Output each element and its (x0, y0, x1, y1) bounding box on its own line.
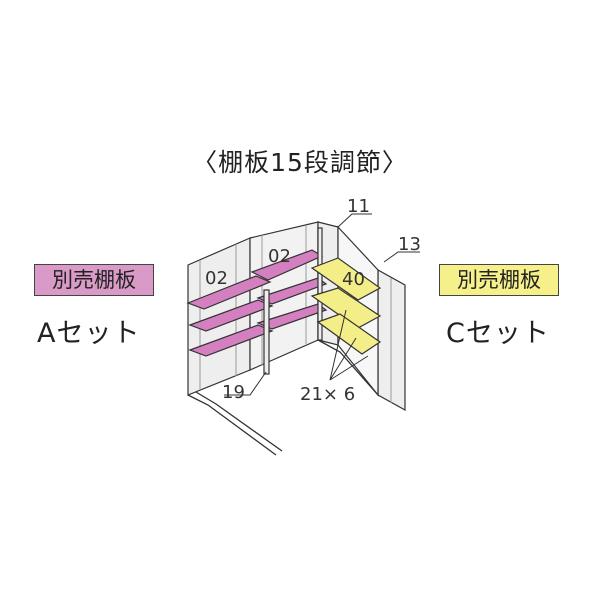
shelf-c-bottom (316, 313, 382, 355)
leader-11 (337, 213, 372, 228)
leader-21-a (329, 309, 347, 381)
callout-shelf-c: 40 (342, 269, 365, 290)
leader-lines (224, 213, 420, 396)
shelf-a-top-left (186, 275, 272, 310)
leader-19 (224, 371, 267, 396)
callout-part-11: 11 (347, 196, 370, 217)
post-19 (263, 289, 270, 375)
callout-part-13: 13 (398, 234, 421, 255)
leader-21-b (329, 337, 357, 381)
post-11 (317, 227, 323, 341)
support-posts (263, 227, 323, 375)
floor-outline (187, 339, 379, 456)
set-a-label: Aセット (37, 318, 141, 349)
shelf-a-bottom-left (188, 324, 274, 357)
shelf-c-top (310, 257, 382, 301)
badge-separately-sold-shelf-a: 別売棚板 (34, 264, 154, 296)
callout-shelf-a2: 02 (268, 246, 291, 267)
diagram-title: 〈棚板15段調節〉 (192, 148, 408, 177)
badge-separately-sold-shelf-c: 別売棚板 (439, 264, 559, 296)
leader-13 (383, 251, 420, 263)
shelves-c (310, 257, 382, 355)
callout-part-21: 21× 6 (300, 384, 355, 405)
set-c-label: Cセット (446, 318, 550, 349)
callout-part-19: 19 (222, 382, 245, 403)
leader-21-c (329, 355, 369, 381)
shelf-a-mid-left (188, 299, 274, 332)
shelves-a (186, 249, 328, 357)
callout-shelf-a1: 02 (205, 268, 228, 289)
